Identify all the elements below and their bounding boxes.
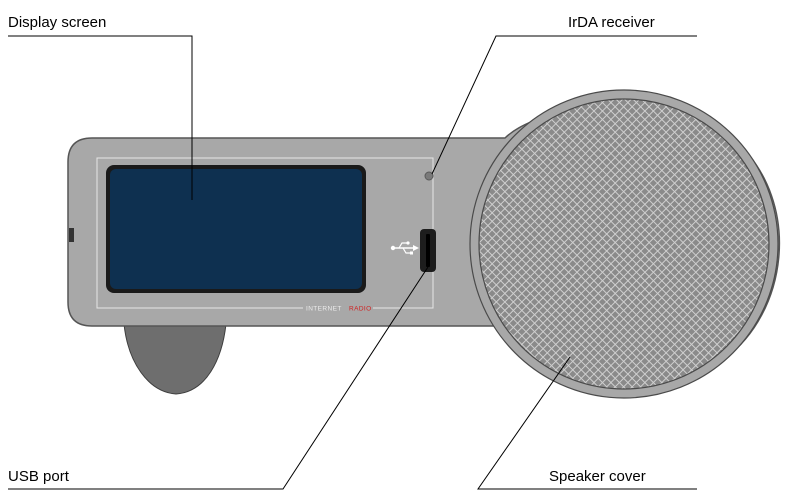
device-stand (123, 323, 227, 395)
brand-background (303, 303, 373, 312)
speaker-cover-leader (477, 356, 697, 490)
usb-port-label: USB port (8, 468, 70, 485)
usb-port-slot (426, 234, 430, 267)
usb-icon (390, 241, 419, 255)
speaker-cover-label: Speaker cover (549, 468, 646, 485)
usb-port-leader (8, 266, 429, 490)
display-screen-leader (8, 35, 193, 200)
display-screen (110, 169, 362, 289)
display-screen-label: Display screen (8, 14, 106, 31)
brand-radio-text: RADIO (349, 306, 372, 313)
brand-internet-text: INTERNET (306, 306, 342, 313)
irda-receiver-label: IrDA receiver (568, 14, 655, 31)
irda-receiver-sensor (424, 171, 434, 181)
side-button[interactable] (69, 228, 74, 242)
irda-receiver-leader (431, 35, 697, 175)
speaker-cover (478, 98, 770, 390)
